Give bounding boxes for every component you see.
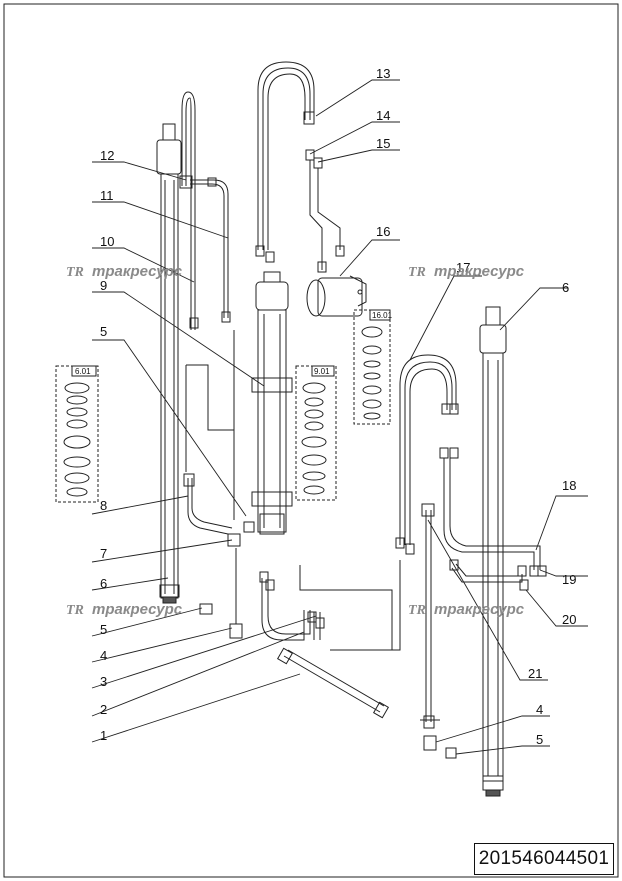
center-hydraulic-cylinder: [251, 271, 293, 535]
watermark-text: тракресурс: [92, 263, 183, 280]
watermark-logo: TR: [66, 603, 84, 618]
callout-4-left: 4: [100, 648, 107, 663]
watermark-logo: TR: [66, 265, 84, 280]
callout-10: 10: [100, 234, 114, 249]
watermark-bottom-right: TR тракресурс: [408, 601, 525, 618]
callout-13: 13: [376, 66, 390, 81]
document-number: 201546044501: [474, 843, 614, 875]
callout-12: 12: [100, 148, 114, 163]
left-hydraulic-cylinder: [156, 123, 182, 604]
callout-19: 19: [562, 572, 576, 587]
phantom-lines: [185, 330, 440, 721]
callout-15: 15: [376, 136, 390, 151]
callout-11: 11: [100, 188, 114, 203]
callout-6-left: 6: [100, 576, 107, 591]
drawing-border: [3, 3, 619, 878]
callout-5-right: 5: [536, 732, 543, 747]
callout-4-right: 4: [536, 702, 543, 717]
callout-6-right: 6: [562, 280, 569, 295]
seal-kit-label-top: 16.01: [372, 311, 393, 320]
callout-8: 8: [100, 498, 107, 513]
watermark-top-left: TR тракресурс: [66, 263, 183, 280]
seal-kit-middle: [295, 365, 337, 501]
callout-5-mid: 5: [100, 324, 107, 339]
callout-18: 18: [562, 478, 576, 493]
watermark-logo: TR: [408, 265, 426, 280]
seal-kit-top: [353, 309, 391, 425]
callout-16: 16: [376, 224, 390, 239]
hoses-top-loop: [255, 61, 345, 273]
watermark-text: тракресурс: [434, 601, 525, 618]
watermark-text: тракресурс: [92, 601, 183, 618]
hoses-left-upper: [179, 91, 231, 330]
callout-1: 1: [100, 728, 107, 743]
watermark-text: тракресурс: [434, 263, 525, 280]
seal-kit-label-left: 6.01: [75, 367, 91, 376]
seal-kit-label-middle: 9.01: [314, 367, 330, 376]
hoses-right-loop: [395, 354, 459, 555]
valve-block: [306, 275, 367, 317]
callout-17: 17: [456, 260, 470, 275]
right-hydraulic-cylinder: [479, 306, 507, 797]
callout-7: 7: [100, 546, 107, 561]
callout-numbers: 1 2 3 4 5 6 7 8 5 9 10 11 12 13 14 15 16…: [100, 66, 576, 747]
leader-lines: [91, 79, 588, 755]
watermark-bottom-left: TR тракресурс: [66, 601, 183, 618]
fittings: [199, 521, 457, 759]
watermark-top-right: TR тракресурс: [408, 263, 525, 280]
callout-5-left: 5: [100, 622, 107, 637]
callout-9: 9: [100, 278, 107, 293]
callout-3: 3: [100, 674, 107, 689]
callout-20: 20: [562, 612, 576, 627]
hoses-right-lower: [421, 458, 547, 729]
seal-kit-left: [55, 365, 99, 503]
callout-21: 21: [528, 666, 542, 681]
callout-14: 14: [376, 108, 390, 123]
callout-2: 2: [100, 702, 107, 717]
watermark-logo: TR: [408, 603, 426, 618]
